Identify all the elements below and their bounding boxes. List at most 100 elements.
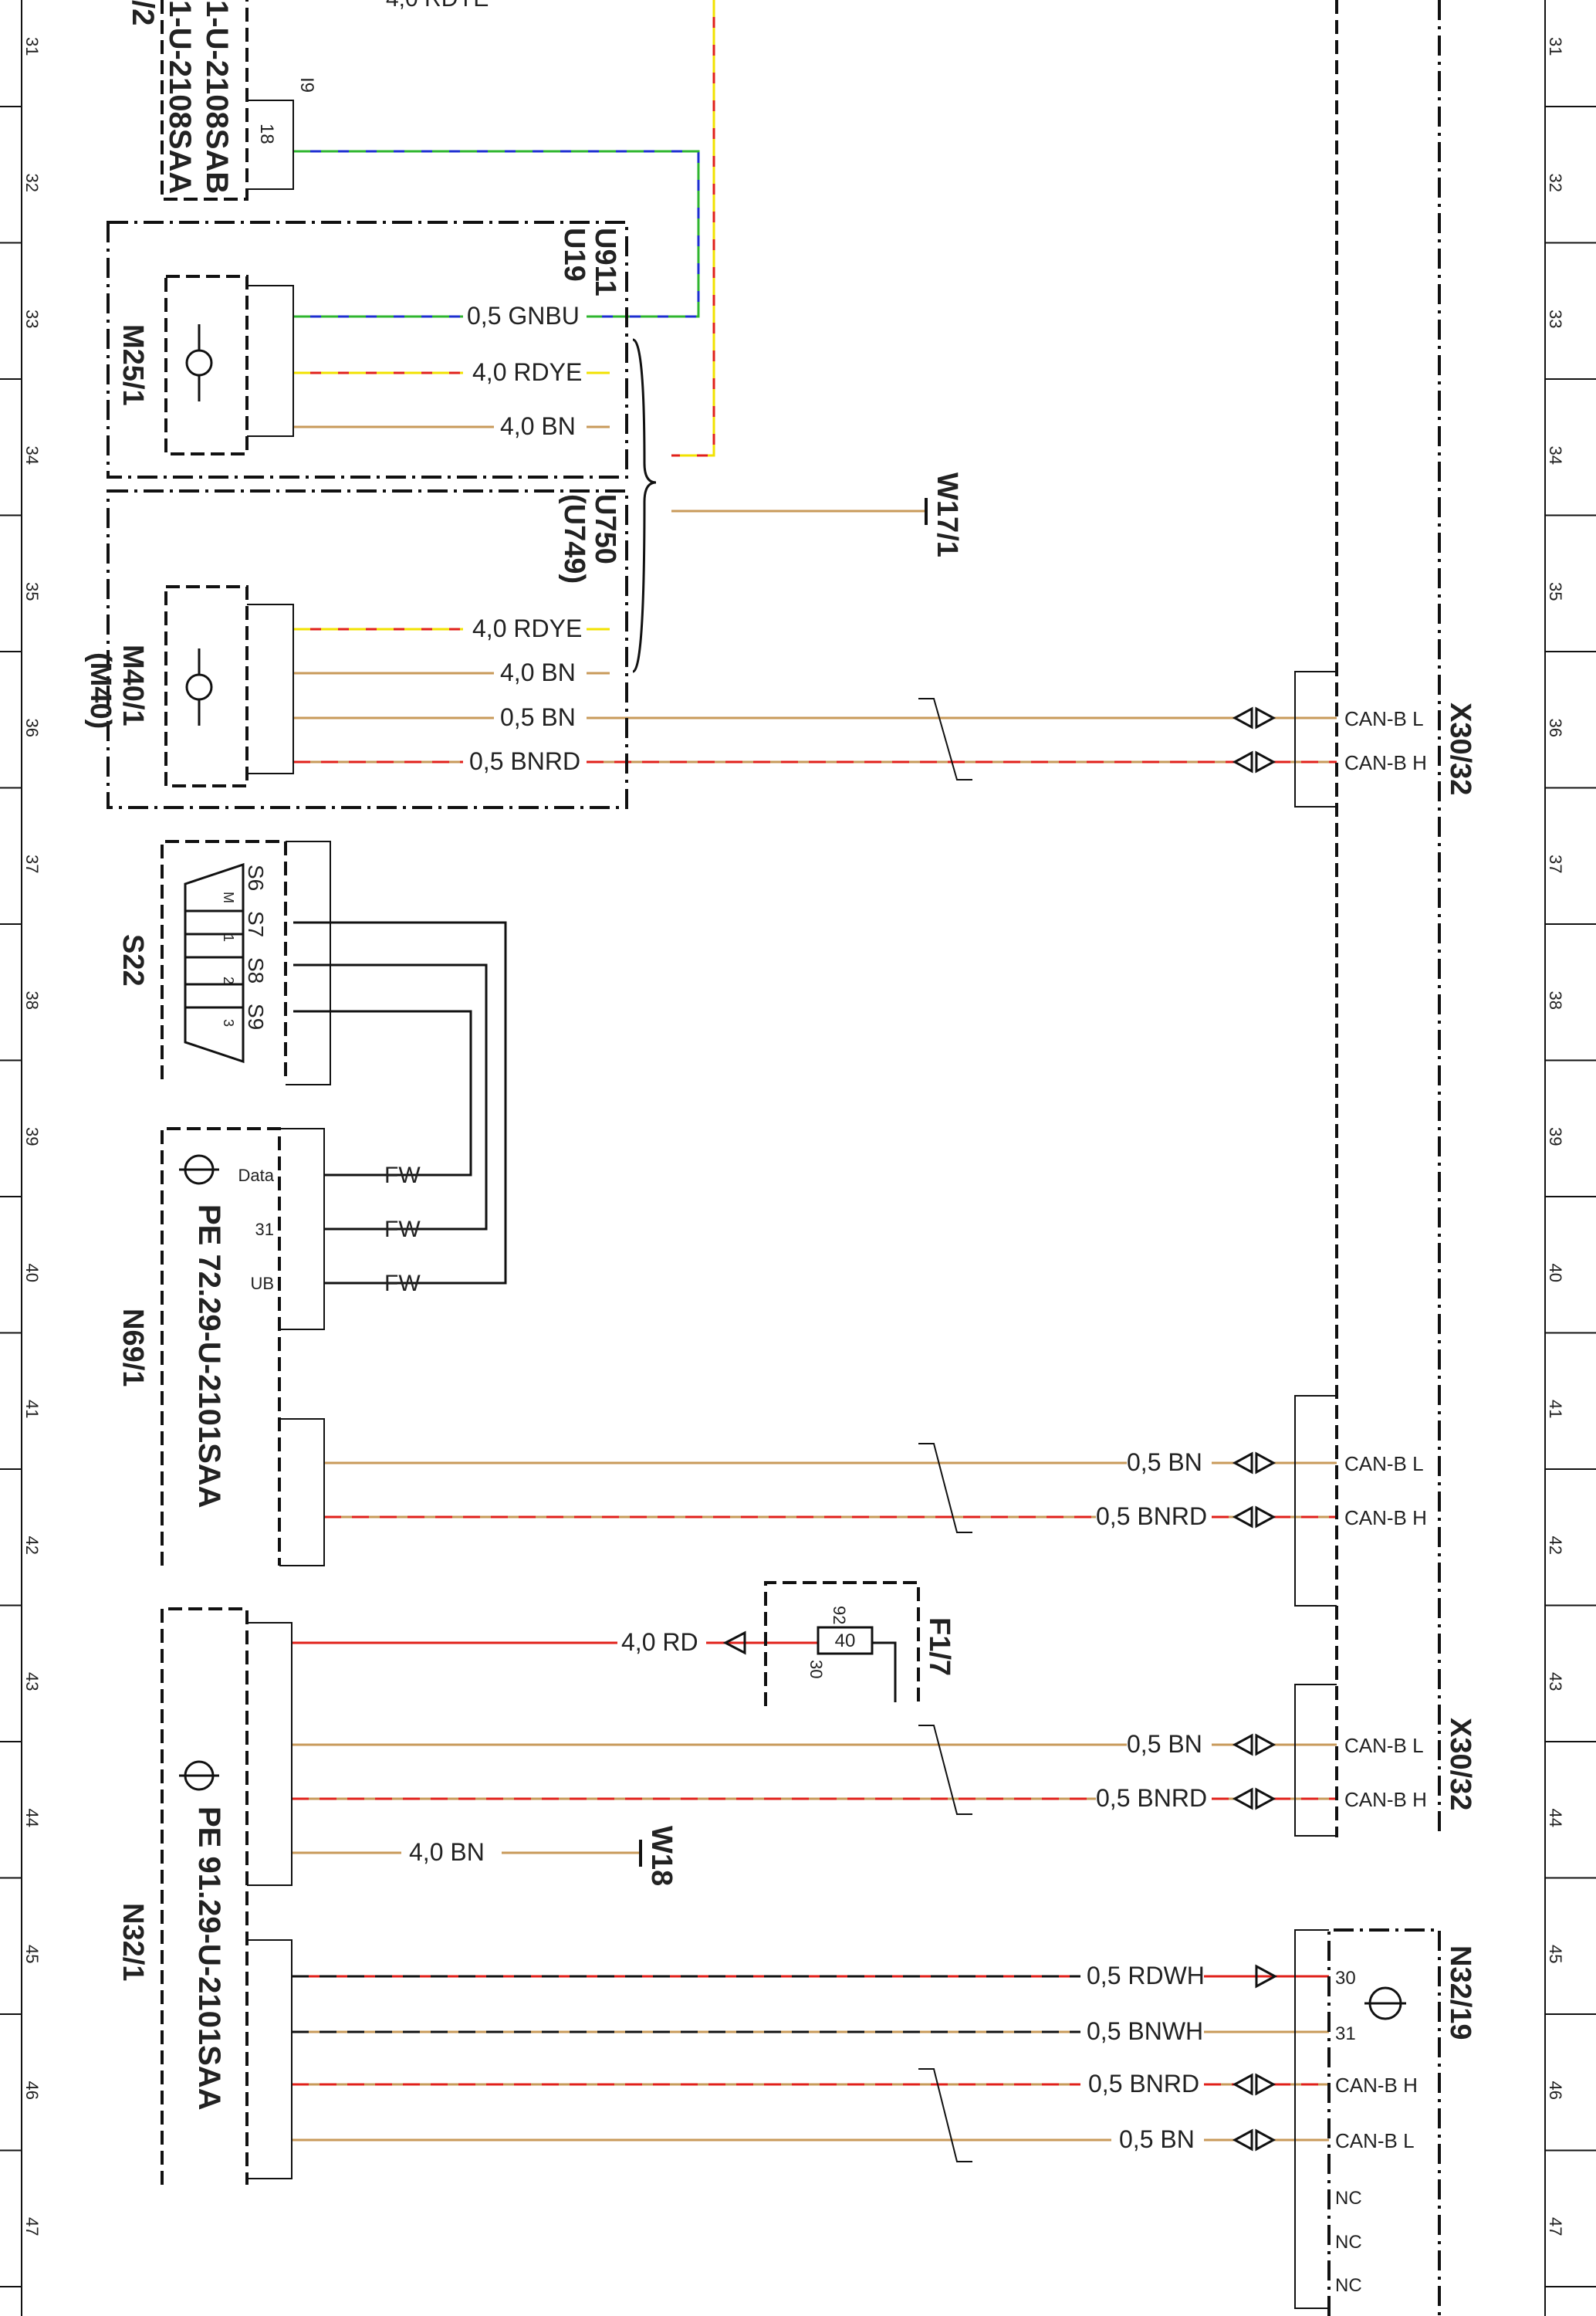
x30-label-bottom: X30/32: [1444, 1718, 1476, 1810]
grid-row-label-right: 42: [1546, 1536, 1565, 1555]
fuse-pin-b: 30: [806, 1660, 826, 1678]
can-l-label-mid: CAN-B L: [1344, 1452, 1424, 1475]
grid-row-label-left: 44: [22, 1809, 42, 1827]
grid-row-label-right: 38: [1546, 991, 1565, 1010]
grid-row-label-right: 39: [1546, 1127, 1565, 1146]
n69-label: N69/1: [117, 1309, 149, 1387]
grid-row-label-left: 33: [22, 310, 42, 328]
wire-top-rdye-stripe: [671, 0, 715, 457]
grid-row-label-right: 31: [1546, 37, 1565, 56]
component-boxes: [107, 0, 1441, 2316]
connector-arrow-icon: [1255, 1505, 1276, 1529]
fw-label: FW: [384, 1163, 421, 1188]
grid-row-label-right: 44: [1546, 1809, 1565, 1827]
wire-gnbu-label: 0,5 GNBU: [467, 302, 580, 330]
grid-row-label-left: 41: [22, 1400, 42, 1418]
grid-row-label-right: 41: [1546, 1400, 1565, 1418]
fuse-pin-a: 92: [830, 1606, 849, 1624]
grid-frame: [21, 0, 1546, 2316]
grid-row-label-left: 46: [22, 2081, 42, 2100]
wire-bnrd-label-n69: 0,5 BNRD: [1096, 1502, 1207, 1530]
wire-rdye-label-m40: 4,0 RDYE: [472, 615, 582, 642]
can-l-label-n32-19: CAN-B L: [1335, 2129, 1415, 2152]
connector-arrow-icon: [1232, 1733, 1253, 1756]
f17-box: [764, 1581, 920, 1706]
n69-pin-label: UB: [250, 1274, 274, 1293]
m40-motor-icon: [185, 648, 213, 726]
connector-arrow-icon: [1232, 2128, 1253, 2152]
top-connector-label-b: 1-U-2108SAB: [200, 0, 234, 194]
pin30-label: 30: [1335, 1968, 1356, 1989]
grid-row-label-left: 39: [22, 1127, 42, 1146]
wire-bn-label-n32-19: 0,5 BN: [1119, 2125, 1195, 2153]
wire-bn40-label-n32: 4,0 BN: [409, 1838, 485, 1866]
s22-label: S22: [117, 934, 149, 987]
wire-bnrd-label-n32: 0,5 BNRD: [1096, 1784, 1207, 1812]
grid-row-label-right: 35: [1546, 582, 1565, 601]
grid-row-label-right: 47: [1546, 2217, 1565, 2236]
m40-alt-label: (M40): [84, 652, 117, 729]
u911-label: U911: [589, 228, 621, 296]
wire-rdye-label-m25: 4,0 RDYE: [472, 358, 582, 386]
n32-label: N32/1: [117, 1903, 149, 1981]
f17-label: F1/7: [923, 1617, 955, 1676]
fuse-value: 40: [835, 1630, 856, 1651]
u19-label: U19: [558, 228, 590, 282]
s22-row-label: M: [221, 892, 236, 903]
grid-row-label-left: 35: [22, 582, 42, 601]
grid-row-label-left: 31: [22, 37, 42, 56]
m25-motor-box: [164, 275, 249, 455]
grid-row-label-left: 42: [22, 1536, 42, 1555]
pin31-label: 31: [1335, 2023, 1356, 2044]
fw-label: FW: [384, 1271, 421, 1296]
wire-layer: [292, 0, 1337, 2162]
s22-row-label: 3: [221, 1019, 236, 1027]
grid-row-label-right: 33: [1546, 310, 1565, 328]
connector-arrow-icon: [1232, 750, 1253, 774]
w17-label: W17/1: [931, 472, 963, 557]
connector-arrow-icon: [1255, 2073, 1276, 2096]
can-l-label: CAN-B L: [1344, 707, 1424, 730]
group-brace: [632, 338, 657, 673]
s22-row-label: 1: [221, 934, 236, 942]
wire-bn-label-m25: 4,0 BN: [500, 412, 576, 440]
wire-bnrd-label-n32-19: 0,5 BNRD: [1088, 2070, 1199, 2098]
connector-arrow-icon: [1255, 1451, 1276, 1475]
can-l-label-bot: CAN-B L: [1344, 1734, 1424, 1757]
wire-bn40-label-m40: 4,0 BN: [500, 659, 576, 686]
wire-gnbu-top-stripe: [293, 150, 700, 318]
n32-19-sensor-icon: [1364, 1986, 1406, 2020]
connector-arrow-icon: [1255, 750, 1276, 774]
wire-bnwh-label: 0,5 BNWH: [1087, 2017, 1203, 2045]
grid-row-label-left: 40: [22, 1264, 42, 1282]
s22-switch-col: S7: [244, 911, 268, 937]
top-conn-no: I9: [296, 77, 317, 93]
can-h-label-n32-19: CAN-B H: [1335, 2074, 1418, 2097]
can-h-label: CAN-B H: [1344, 751, 1427, 774]
s22-switch-icon: [184, 862, 245, 1064]
wire-top-rdye: [671, 0, 715, 457]
twisted-pair-mark: [918, 1443, 972, 1533]
twisted-pair-mark: [918, 1725, 972, 1815]
grid-row-label-right: 34: [1546, 446, 1565, 465]
n32-box: [161, 1607, 249, 2185]
top-connector-label-a: 1-U-2108SAA: [163, 0, 197, 194]
nc-label: NC: [1335, 2188, 1362, 2209]
n32-sensor-icon: [179, 1760, 219, 1791]
top-wire-label: 4,0 RDYE: [386, 0, 489, 12]
nc-label: NC: [1335, 2275, 1362, 2296]
n32-19-label: N32/19: [1444, 1945, 1476, 2040]
s22-switch-col: S9: [244, 1004, 268, 1030]
wire-bnrd-label-m40: 0,5 BNRD: [469, 747, 580, 775]
wire-s22-3: [293, 1010, 472, 1177]
grid-row-label-left: 37: [22, 855, 42, 873]
top-pin-label: 18: [256, 124, 277, 144]
n69-pe-label: PE 72.29-U-2101SAA: [192, 1204, 226, 1508]
connector-arrow-icon: [1232, 1451, 1253, 1475]
connector-arrow-icon: [1232, 706, 1253, 730]
label-layer: 4,0 RDYE1-U-2108SAA1-U-2108SAB/218I9U911…: [84, 0, 1476, 2296]
n69-sensor-icon: [179, 1154, 219, 1185]
u750-label: U750: [589, 494, 621, 564]
